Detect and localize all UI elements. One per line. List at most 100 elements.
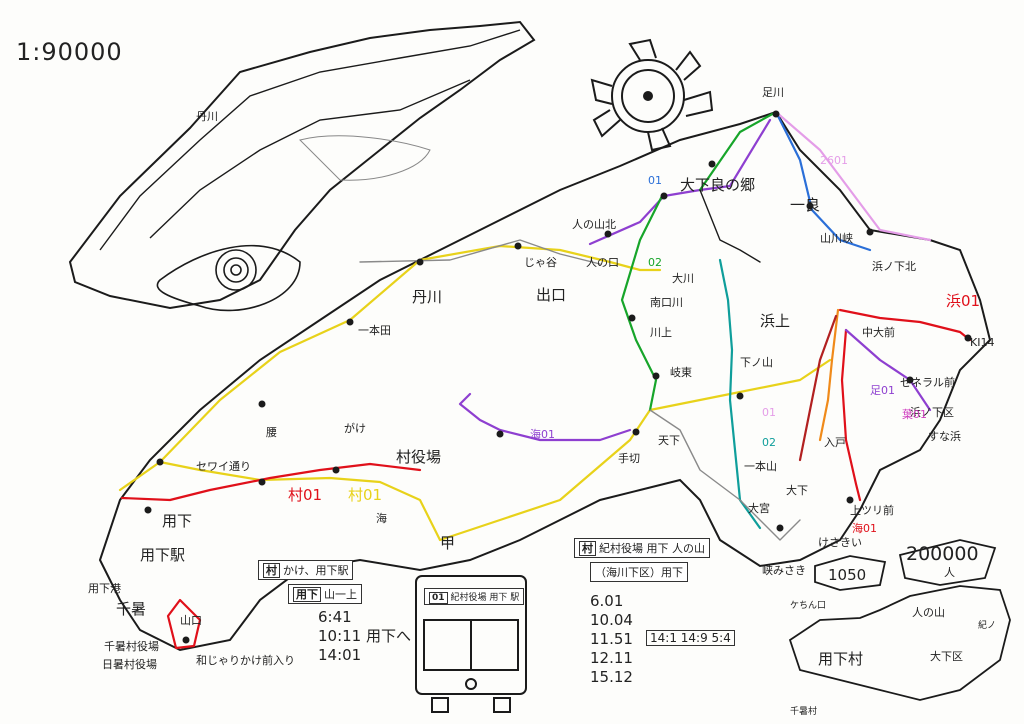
route-blue [774, 110, 872, 252]
route-darkred [798, 314, 838, 462]
route-red [120, 462, 422, 502]
stop-marker [156, 458, 164, 466]
place-ichi-ryoku: 一良 [790, 196, 820, 214]
departure-time: 10:11 用下へ [318, 627, 411, 645]
stop-marker [514, 242, 522, 250]
place-toji: 上ツリ前 [850, 503, 894, 517]
route-sign-text: かけ、用下駅 [283, 564, 349, 577]
stop-marker [346, 318, 354, 326]
place-sekisei: 甲 [440, 534, 455, 552]
place-kawahama: 浜ノ下区 [910, 406, 954, 419]
place-ooshita-no-sato: 大下良の郷 [680, 176, 755, 194]
place-oomiya: 大宮 [748, 501, 770, 515]
route-sign-times: 村紀村役場 用下 人の山 [574, 538, 710, 558]
stop-marker [416, 258, 424, 266]
stop-marker [708, 160, 716, 168]
place-oshita: 大下 [786, 483, 808, 497]
stop-marker [776, 524, 784, 532]
place-hitonoyama: 人の山 [912, 606, 945, 619]
route-code-ka01: 葉01 [902, 407, 927, 421]
stop-marker [632, 428, 640, 436]
population-value: 200000 [906, 543, 979, 565]
place-sunahama: すな浜 [928, 430, 961, 443]
stop-marker [628, 314, 636, 322]
route-red-south [840, 328, 862, 502]
stop-marker [144, 506, 152, 514]
place-yamakawa-kyo: 山川峡 [820, 231, 853, 245]
place-hikiya: けさきい [818, 536, 862, 549]
departure-time: 15.12 [590, 668, 633, 686]
route-code-mura01b: 村01 [348, 486, 382, 504]
route-code-02: 02 [648, 256, 662, 269]
stop-marker [846, 496, 854, 504]
timetable-right-extra: 14:1 14:9 5:4 [646, 630, 735, 646]
departure-time: 11.51 [590, 630, 633, 648]
map-scale: 1:90000 [16, 38, 123, 66]
north-island [68, 20, 536, 312]
stop-marker [964, 334, 972, 342]
route-sign-text: （海川下区）用下 [595, 566, 683, 579]
place-minami-kawa: 南口川 [650, 296, 683, 309]
bus-drawing [415, 575, 527, 713]
place-hama-shita: 浜ノ下北 [872, 260, 916, 273]
timetable-left: 6:41 10:11 用下へ 14:01 [318, 608, 411, 665]
route-code-lower-01: 01 [762, 406, 776, 419]
place-zenitaru: ゼネラル前 [900, 375, 955, 389]
stop-marker [182, 636, 190, 644]
stop-marker [806, 202, 814, 210]
stop-marker [906, 376, 914, 384]
route-pink [774, 110, 932, 242]
route-sign-text: 紀村役場 用下 人の山 [599, 542, 705, 555]
stop-marker [604, 230, 612, 238]
route-yellow [118, 244, 662, 492]
stop-marker [866, 228, 874, 236]
route-red-east [838, 308, 972, 342]
main-coastline [98, 110, 992, 652]
place-hamaue: 浜上 [760, 312, 790, 330]
inset-islands [788, 539, 1011, 701]
stop-marker [496, 430, 504, 438]
stop-marker [736, 392, 744, 400]
route-sign-tag: 村 [579, 541, 596, 556]
footnote: 日暑村役場 [102, 657, 157, 671]
route-sign-times-2: （海川下区）用下 [590, 562, 688, 582]
place-nakata: 一本田 [358, 323, 391, 337]
place-shimo-mura: 千暑村役場 [104, 639, 159, 653]
place-mura-yakuba: 村役場 [396, 448, 441, 466]
route-purple-south [458, 392, 632, 442]
population-left: 1050 [828, 566, 866, 584]
place-ko-iri: 入戸 [824, 436, 846, 449]
route-sign-text: 山一上 [324, 588, 357, 601]
place-ichiyama: 一本山 [744, 459, 777, 473]
place-kuchiyama: 山口 [180, 614, 202, 627]
compass-icon [590, 38, 714, 152]
place-kkuchi: ケちん口 [790, 600, 826, 611]
departure-time: 14:01 [318, 646, 362, 664]
route-red-loop [166, 598, 202, 650]
place-pairs: 用下港 [88, 582, 121, 595]
route-purple [588, 118, 772, 246]
place-tegu: 手切 [618, 451, 640, 465]
route-green [620, 194, 664, 412]
place-higashi: 岐東 [670, 366, 692, 379]
place-kinomura: 紀ノ [978, 619, 996, 631]
place-kawa-ue: 川上 [650, 326, 672, 339]
place-gaka: がけ [344, 421, 366, 435]
place-ashikawa: 足川 [762, 86, 784, 99]
place-umi: 海 [376, 511, 387, 525]
stop-marker [772, 110, 780, 118]
departure-time: 12.11 [590, 649, 633, 667]
route-gray2 [649, 409, 801, 541]
place-yoshita-mura: 用下村 [818, 650, 863, 668]
stop-marker [258, 400, 266, 408]
place-ooshitaku: 大下区 [930, 649, 963, 663]
stop-marker [332, 466, 340, 474]
population-unit: 人 [944, 566, 955, 579]
place-hitono-yama-kita: 人の山北 [572, 218, 616, 231]
place-koshi: 腰 [266, 426, 277, 439]
place-hito: 人の口 [586, 256, 619, 269]
place-ukiyoko: 峡みさき [762, 563, 806, 577]
place-kawa: 丹川 [412, 288, 442, 306]
route-sign-tag: 01 [429, 592, 448, 604]
